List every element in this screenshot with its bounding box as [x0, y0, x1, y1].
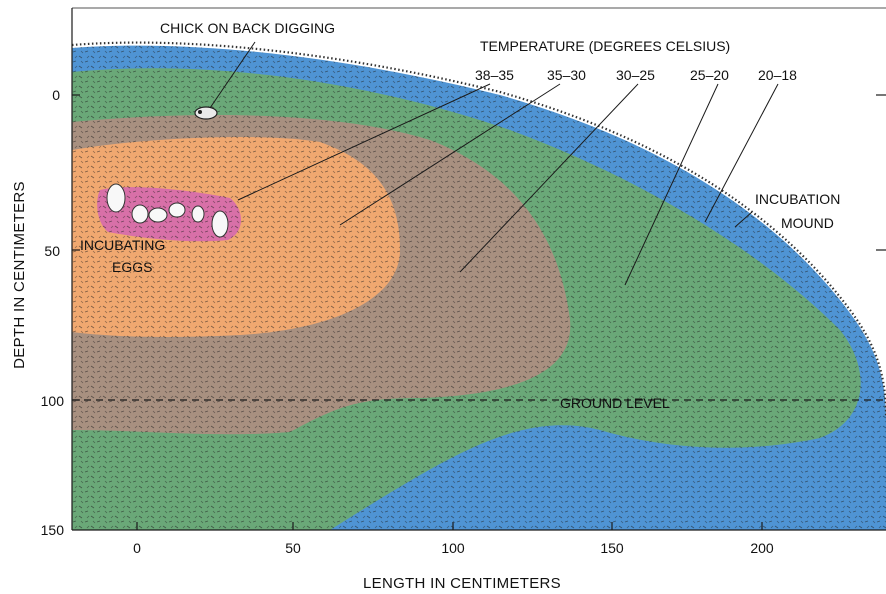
chick-icon — [194, 106, 218, 120]
incubation-mound-label: MOUND — [781, 215, 834, 231]
ground-level-label: GROUND LEVEL — [560, 395, 670, 411]
y-tick-label: 150 — [41, 522, 65, 538]
y-axis-title: DEPTH IN CENTIMETERS — [11, 181, 28, 369]
x-tick-label: 0 — [133, 540, 141, 556]
leader-lines — [209, 41, 779, 286]
temperature-range-labels: 38–35 35–30 30–25 25–20 20–18 — [475, 67, 797, 83]
incubating-eggs-label: INCUBATING — [80, 237, 165, 253]
egg-icon — [106, 183, 126, 213]
soil-texture — [72, 45, 886, 531]
y-tick-label: 0 — [52, 87, 60, 103]
leader-25-20 — [624, 83, 719, 286]
x-tick-labels: 0 50 100 150 200 — [133, 540, 774, 556]
egg-icon — [131, 204, 149, 224]
egg-icon — [211, 210, 229, 238]
leader-35-30 — [339, 83, 561, 226]
leader-30-25 — [459, 83, 639, 273]
x-tick-label: 200 — [750, 540, 774, 556]
temp-range-label: 20–18 — [758, 67, 797, 83]
y-tick-labels: 0 50 100 150 — [41, 87, 65, 538]
incubation-mound-leader — [734, 211, 753, 228]
x-tick-label: 150 — [600, 540, 624, 556]
egg-icon — [148, 207, 168, 223]
eggs-group — [106, 183, 229, 238]
axes — [71, 7, 886, 531]
x-axis-title: LENGTH IN CENTIMETERS — [363, 575, 561, 592]
chick-label: CHICK ON BACK DIGGING — [160, 20, 335, 36]
temp-range-label: 30–25 — [616, 67, 655, 83]
egg-icon — [168, 202, 186, 218]
x-tick-label: 50 — [285, 540, 301, 556]
chick-leader-line — [209, 41, 256, 109]
x-tick-label: 100 — [441, 540, 465, 556]
temp-range-label: 25–20 — [690, 67, 729, 83]
incubation-mound-label: INCUBATION — [755, 191, 840, 207]
egg-icon — [191, 205, 205, 223]
incubating-eggs-label: EGGS — [112, 259, 152, 275]
y-tick-label: 100 — [41, 393, 65, 409]
temperature-title: TEMPERATURE (DEGREES CELSIUS) — [480, 38, 730, 54]
leader-38-35 — [237, 83, 491, 201]
temp-range-label: 38–35 — [475, 67, 514, 83]
temp-range-label: 35–30 — [547, 67, 586, 83]
leader-20-18 — [704, 83, 779, 223]
y-tick-label: 50 — [44, 243, 60, 259]
